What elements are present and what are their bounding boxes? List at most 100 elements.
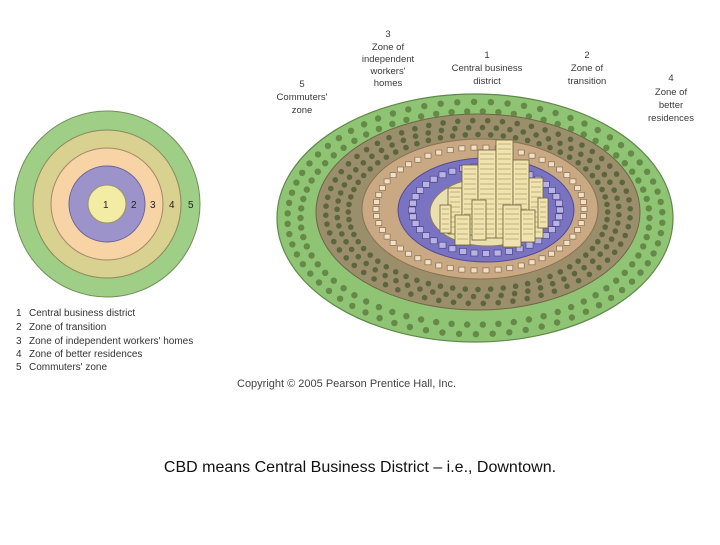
house-icon (435, 149, 443, 156)
tree-icon (619, 179, 625, 186)
tree-icon (465, 300, 472, 307)
tree-icon (330, 152, 337, 159)
tree-icon (469, 117, 476, 124)
tree-icon (464, 321, 471, 328)
tree-icon (566, 154, 573, 160)
house-icon (372, 206, 380, 212)
house-icon (446, 147, 454, 153)
better-residences-trees (323, 117, 633, 307)
house-icon (556, 245, 564, 252)
tree-icon (308, 252, 315, 259)
tree-icon (376, 314, 383, 322)
building-icon (505, 248, 513, 255)
tree-icon (568, 314, 576, 321)
tree-icon (557, 269, 564, 275)
tree-icon (367, 166, 374, 172)
tree-icon (425, 137, 432, 144)
tree-icon (325, 287, 333, 295)
svg-text:Central business: Central business (452, 63, 523, 74)
tree-icon (336, 247, 343, 253)
house-icon (405, 161, 412, 168)
tree-icon (595, 238, 601, 245)
tree-icon (470, 98, 478, 106)
tree-icon (643, 233, 650, 241)
tree-icon (583, 166, 589, 172)
tree-icon (443, 291, 449, 298)
tree-icon (437, 283, 444, 290)
building-icon (411, 193, 420, 200)
cbd-skyscrapers (439, 139, 549, 248)
tree-icon (567, 136, 574, 143)
tree-icon (417, 286, 423, 292)
tree-icon (542, 127, 548, 133)
building-icon (493, 249, 502, 257)
tree-icon (345, 161, 352, 167)
tree-icon (417, 113, 425, 120)
tree-icon (510, 110, 517, 118)
building-icon (416, 226, 424, 233)
tree-icon (525, 288, 531, 294)
house-icon (528, 152, 536, 159)
tree-icon (448, 320, 455, 327)
building-icon (422, 181, 430, 188)
building-icon (429, 175, 438, 183)
tree-icon (495, 109, 502, 116)
tree-icon (465, 124, 472, 131)
tree-icon (479, 124, 486, 131)
tree-icon (470, 293, 477, 300)
svg-text:transition: transition (568, 76, 607, 87)
tree-icon (512, 283, 519, 290)
tree-icon (547, 273, 553, 280)
tree-icon (613, 171, 620, 177)
tree-icon (580, 298, 587, 305)
tree-icon (595, 302, 603, 309)
tree-icon (538, 323, 545, 330)
tree-icon (324, 194, 331, 201)
tree-icon (575, 160, 581, 166)
tree-icon (360, 245, 367, 252)
house-icon (375, 192, 383, 198)
tree-icon (557, 149, 564, 155)
building-icon (534, 237, 543, 245)
tree-icon (510, 298, 516, 304)
house-icon (494, 266, 502, 273)
tree-icon (293, 251, 301, 258)
tree-icon (611, 187, 617, 193)
tree-icon (635, 177, 642, 184)
tree-icon (454, 99, 461, 106)
ring-number-5: 5 (188, 200, 194, 211)
house-icon (424, 152, 432, 159)
tree-icon (617, 241, 624, 247)
tree-icon (332, 177, 339, 183)
ring-number-1: 1 (103, 200, 109, 211)
tree-icon (351, 231, 357, 238)
tree-icon (299, 261, 307, 268)
tree-icon (608, 236, 615, 242)
tree-icon (367, 252, 374, 258)
tree-icon (433, 318, 440, 326)
tree-icon (520, 102, 528, 110)
tree-icon (557, 140, 563, 147)
tree-icon (614, 195, 620, 201)
tree-icon (657, 198, 664, 206)
svg-text:residences: residences (648, 113, 694, 124)
tree-icon (657, 229, 665, 237)
tree-icon (603, 285, 610, 292)
tree-icon (659, 209, 666, 216)
tree-icon (389, 308, 396, 316)
tree-icon (351, 262, 358, 269)
tree-icon (348, 224, 354, 230)
tree-icon (499, 118, 506, 125)
tree-icon (403, 144, 409, 151)
tree-icon (345, 209, 352, 215)
tree-icon (351, 137, 358, 144)
tree-icon (603, 144, 610, 151)
house-icon (528, 259, 536, 266)
tree-icon (601, 171, 608, 178)
tree-icon (335, 198, 342, 204)
tree-icon (339, 231, 345, 237)
copyright-notice: Copyright © 2005 Pearson Prentice Hall, … (237, 378, 456, 390)
tree-icon (392, 149, 399, 155)
building-icon (416, 187, 424, 194)
tree-icon (462, 132, 469, 138)
